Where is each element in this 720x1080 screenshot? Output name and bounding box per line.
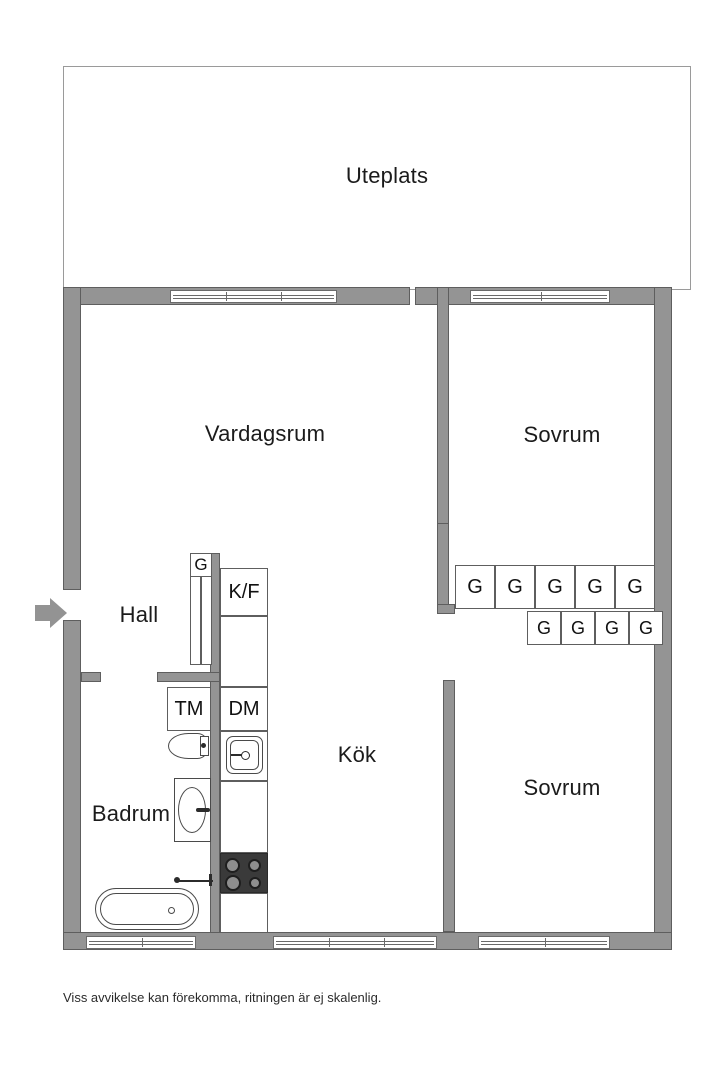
- interior-wall-closet-back: [437, 523, 449, 613]
- window-bedroom-upper-north: [470, 290, 610, 303]
- basin-tap-icon: [196, 808, 210, 812]
- burner-front-right-icon: [225, 875, 241, 891]
- closet-hall-g: G: [190, 553, 212, 577]
- shower-arm-icon: [178, 880, 213, 882]
- closet-hall-divider: [200, 576, 202, 665]
- appliance-dishwasher: DM: [220, 687, 268, 731]
- closet-bedroom-bottom-1: G: [527, 611, 561, 645]
- interior-wall-closet-bottom: [437, 604, 455, 614]
- room-label-vardagsrum: Vardagsrum: [204, 421, 326, 446]
- appliance-stovetop: [220, 853, 268, 893]
- interior-wall-livingroom-bedroom: [437, 287, 449, 524]
- bathtub-icon: [95, 888, 199, 930]
- toilet-flush-icon: [201, 743, 206, 748]
- burner-back-left-icon: [248, 859, 261, 872]
- kitchen-tap-knob-icon: [241, 751, 250, 760]
- closet-bedroom-top-1: G: [455, 565, 495, 609]
- exterior-wall-left-upper: [63, 287, 81, 590]
- closet-bedroom-bottom-2: G: [561, 611, 595, 645]
- closet-bedroom-bottom-4: G: [629, 611, 663, 645]
- disclaimer-note: Viss avvikelse kan förekomma, ritningen …: [63, 990, 382, 1005]
- burner-back-right-icon: [249, 877, 261, 889]
- kitchen-tap-icon: [231, 754, 245, 756]
- appliance-fridge-freezer: K/F: [220, 568, 268, 616]
- wall-stub-hall: [81, 672, 101, 682]
- interior-wall-kitchen-bedroom: [443, 680, 455, 932]
- closet-bedroom-bottom-3: G: [595, 611, 629, 645]
- room-label-uteplats: Uteplats: [345, 163, 429, 188]
- kitchen-counter-upper: [220, 616, 268, 687]
- window-bedroom-lower-south: [478, 936, 610, 949]
- closet-bedroom-top-4: G: [575, 565, 615, 609]
- room-label-hall: Hall: [119, 602, 159, 627]
- closet-bedroom-top-2: G: [495, 565, 535, 609]
- closet-bedroom-top-3: G: [535, 565, 575, 609]
- shower-wall-mount-icon: [209, 874, 212, 886]
- shower-head-icon: [174, 877, 180, 883]
- window-kitchen-south: [273, 936, 437, 949]
- window-bathroom-south: [86, 936, 196, 949]
- room-label-badrum: Badrum: [91, 801, 171, 826]
- burner-front-left-icon: [225, 858, 240, 873]
- exterior-wall-left-lower: [63, 620, 81, 950]
- interior-wall-hall-bathroom: [157, 672, 220, 682]
- room-label-kok: Kök: [337, 742, 377, 767]
- kitchen-counter-lower: [220, 893, 268, 933]
- interior-wall-hall-kitchen: [210, 553, 220, 933]
- kitchen-counter-middle: [220, 781, 268, 853]
- window-livingroom-north: [170, 290, 337, 303]
- closet-bedroom-top-5: G: [615, 565, 655, 609]
- appliance-washing-machine: TM: [167, 687, 211, 731]
- room-label-sovrum-lower: Sovrum: [523, 775, 601, 800]
- room-uteplats: [63, 66, 691, 290]
- room-label-sovrum-upper: Sovrum: [523, 422, 601, 447]
